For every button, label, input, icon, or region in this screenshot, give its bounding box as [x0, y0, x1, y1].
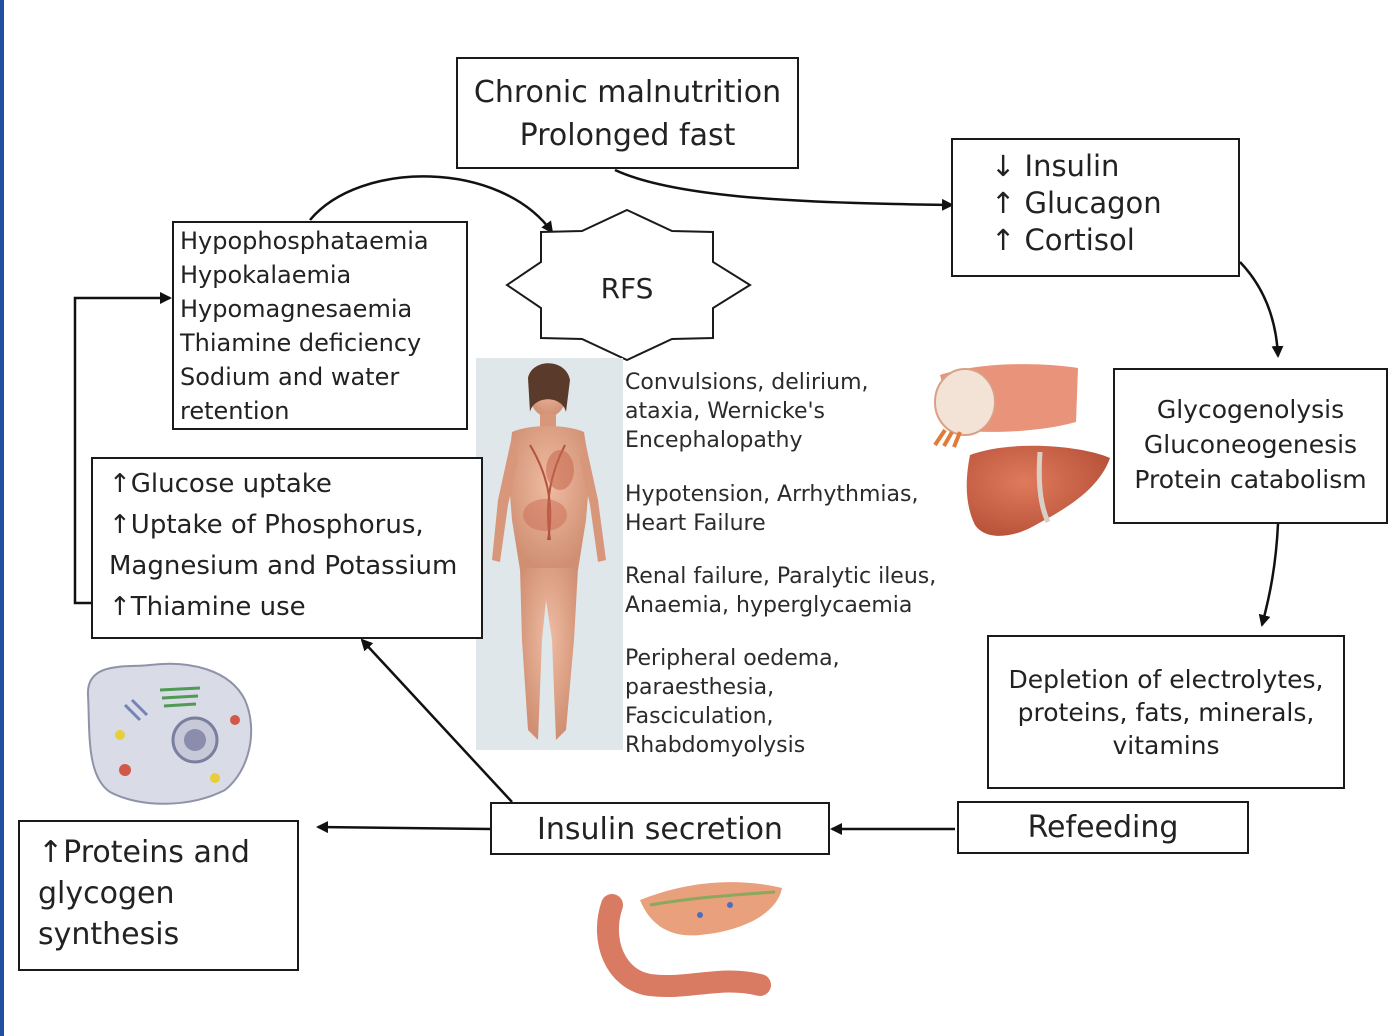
synthesis-line-2: glycogen	[38, 876, 175, 911]
uptake-box: ↑Glucose uptake ↑Uptake of Phosphorus, M…	[91, 457, 483, 639]
effects-neurological: Convulsions, delirium, ataxia, Wernicke'…	[625, 368, 869, 455]
arrow-insulin-to-synthesis	[316, 821, 491, 834]
effects-peripheral-line-3: Fasciculation,	[625, 704, 774, 729]
depletion-line-1: Depletion of electrolytes,	[1008, 665, 1324, 694]
effects-peripheral-line-1: Peripheral oedema,	[625, 646, 840, 671]
pancreas-illustration	[597, 882, 782, 998]
hormones-line-2: ↑ Glucagon	[991, 186, 1162, 220]
deficits-line-2: Hypokalaemia	[180, 261, 352, 289]
effects-cardiac-line-1: Hypotension, Arrhythmias,	[625, 482, 919, 507]
effects-peripheral-line-4: Rhabdomyolysis	[625, 733, 806, 758]
depletion-line-3: vitamins	[1112, 731, 1220, 760]
arrow-insulin-to-uptake	[360, 638, 513, 803]
hormones-line-3: ↑ Cortisol	[991, 223, 1135, 257]
deficits-line-4: Thiamine deficiency	[180, 329, 422, 357]
synthesis-box: ↑Proteins and glycogen synthesis	[18, 820, 299, 971]
insulin-secretion-box: Insulin secretion	[490, 802, 830, 855]
liver-illustration	[966, 445, 1110, 536]
uptake-line-2: ↑Uptake of Phosphorus,	[109, 510, 424, 540]
hormones-line-1: ↓ Insulin	[991, 149, 1120, 183]
left-accent-rule	[0, 0, 4, 1036]
human-body-illustration	[476, 358, 623, 750]
malnutrition-line-2: Prolonged fast	[519, 118, 736, 153]
effects-cardiac-line-2: Heart Failure	[625, 511, 766, 536]
effects-neuro-line-2: ataxia, Wernicke's	[625, 399, 825, 424]
muscle-illustration	[933, 364, 1078, 448]
catabolism-line-1: Glycogenolysis	[1156, 395, 1345, 424]
effects-neuro-line-3: Encephalopathy	[625, 428, 803, 453]
rfs-star-shape	[505, 208, 752, 362]
effects-renal-line-1: Renal failure, Paralytic ileus,	[625, 564, 937, 589]
refeeding-label: Refeeding	[1027, 810, 1179, 845]
effects-peripheral-line-2: paraesthesia,	[625, 675, 775, 700]
malnutrition-line-1: Chronic malnutrition	[473, 75, 782, 110]
deficits-line-3: Hypomagnesaemia	[180, 295, 413, 323]
deficits-line-1: Hypophosphataemia	[180, 227, 429, 255]
refeeding-box: Refeeding	[957, 801, 1249, 854]
arrow-malnutrition-to-hormones	[614, 168, 954, 211]
cell-illustration	[86, 662, 253, 805]
effects-cardiac: Hypotension, Arrhythmias, Heart Failure	[625, 480, 918, 538]
effects-renal: Renal failure, Paralytic ileus, Anaemia,…	[625, 562, 936, 620]
deficits-box: Hypophosphataemia Hypokalaemia Hypomagne…	[172, 221, 468, 430]
arrow-catabolism-to-depletion	[1258, 523, 1280, 627]
arrow-hormones-to-catabolism	[1239, 261, 1284, 358]
arrow-uptake-to-deficits	[73, 292, 172, 605]
uptake-line-1: ↑Glucose uptake	[109, 469, 332, 499]
catabolism-box: Glycogenolysis Gluconeogenesis Protein c…	[1113, 368, 1388, 524]
deficits-line-6: retention	[180, 397, 290, 425]
arrow-deficits-to-rfs	[309, 175, 554, 234]
deficits-line-5: Sodium and water	[180, 363, 400, 391]
uptake-line-4: ↑Thiamine use	[109, 592, 306, 622]
catabolism-line-2: Gluconeogenesis	[1143, 430, 1358, 459]
rfs-label: RFS	[601, 272, 654, 305]
synthesis-line-3: synthesis	[38, 917, 180, 952]
synthesis-line-1: ↑Proteins and	[38, 835, 250, 870]
effects-renal-line-2: Anaemia, hyperglycaemia	[625, 593, 913, 618]
hormones-box: ↓ Insulin ↑ Glucagon ↑ Cortisol	[951, 138, 1240, 277]
depletion-line-2: proteins, fats, minerals,	[1017, 698, 1315, 727]
effects-peripheral: Peripheral oedema, paraesthesia, Fascicu…	[625, 644, 840, 760]
insulin-secretion-label: Insulin secretion	[537, 812, 783, 847]
depletion-box: Depletion of electrolytes, proteins, fat…	[987, 635, 1345, 789]
catabolism-line-3: Protein catabolism	[1134, 465, 1367, 494]
uptake-line-3: Magnesium and Potassium	[109, 551, 458, 581]
malnutrition-box: Chronic malnutrition Prolonged fast	[456, 57, 799, 169]
effects-neuro-line-1: Convulsions, delirium,	[625, 370, 869, 395]
